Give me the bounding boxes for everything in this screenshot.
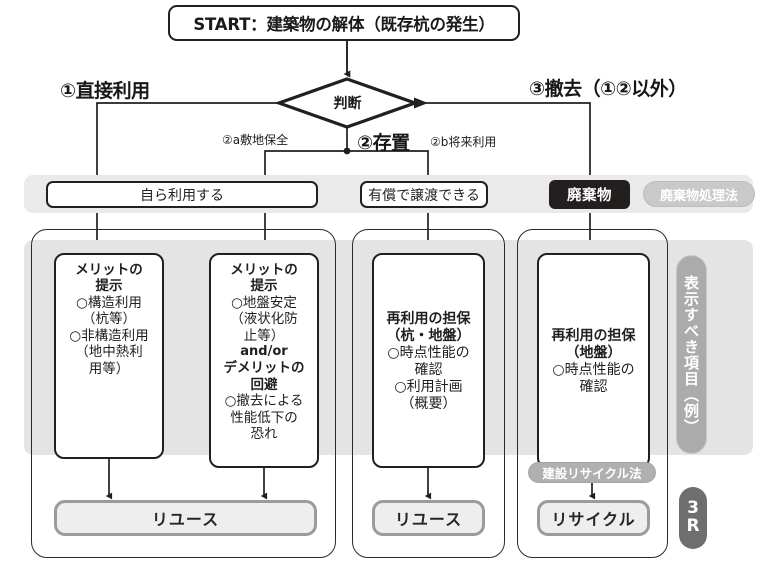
column-removal bbox=[517, 229, 668, 558]
box-guarantee-1-line-3: （概要） bbox=[400, 396, 457, 413]
box-guarantee-2-line-1: 確認 bbox=[579, 379, 608, 396]
box-merit-1-line-1: （杭等） bbox=[82, 311, 136, 328]
branch-label-2b: ②b将来利用 bbox=[430, 135, 497, 149]
box-guarantee-1-title-l2: （杭・地盤） bbox=[386, 327, 471, 344]
box-merit-2-line-a0: ○地盤安定 bbox=[231, 294, 297, 311]
node-waste: 廃棄物 bbox=[549, 180, 630, 209]
badge-construction-recycle-law: 建設リサイクル法 bbox=[528, 462, 656, 483]
box-merit-1-line-3: （地中熱利 bbox=[75, 344, 143, 361]
box-merit-1: メリットの 提示 ○構造利用 （杭等） ○非構造利用 （地中熱利 用等） bbox=[54, 253, 164, 459]
box-merit-2-title-l1: メリットの bbox=[230, 262, 298, 278]
box-merit-1-title-l2: 提示 bbox=[95, 278, 123, 295]
box-guarantee-1-line-2: ○利用計画 bbox=[394, 379, 463, 396]
badge-3r-bottom: R bbox=[686, 516, 700, 536]
box-merit-2-title2-l2: 回避 bbox=[250, 376, 278, 393]
box-merit-2-line-b1: 性能低下の bbox=[230, 409, 298, 426]
box-merit-1-line-4: 用等） bbox=[88, 360, 130, 377]
badge-3r-top: 3 bbox=[687, 498, 699, 519]
box-guarantee-1-line-1: 確認 bbox=[414, 362, 443, 378]
label-display-items-vertical: 表示すべき項目（例） bbox=[676, 255, 707, 454]
badge-waste-disposal-law: 廃棄物処理法 bbox=[643, 181, 755, 207]
box-merit-2-line-a2: 止等） bbox=[243, 327, 285, 344]
branch-label-1: ①直接利用 bbox=[60, 80, 150, 102]
node-paid-transfer: 有償で譲渡できる bbox=[360, 181, 488, 208]
box-merit-2-title-l2: 提示 bbox=[250, 278, 278, 295]
decision-label: 判断 bbox=[333, 96, 362, 112]
box-merit-2: メリットの 提示 ○地盤安定 （液状化防 止等） and/or デメリットの 回… bbox=[209, 253, 319, 468]
box-merit-2-andor: and/or bbox=[240, 344, 288, 360]
box-merit-1-line-2: ○非構造利用 bbox=[69, 327, 149, 344]
result-reuse-2: リユース bbox=[372, 500, 485, 536]
box-merit-2-line-b0: ○撤去による bbox=[224, 393, 304, 410]
column-direct-use bbox=[31, 229, 336, 558]
box-merit-2-title2-l1: デメリットの bbox=[223, 360, 305, 377]
box-guarantee-2-title-l2: （地盤） bbox=[565, 344, 622, 361]
node-self-use: 自ら利用する bbox=[46, 181, 318, 208]
badge-3r: 3 R bbox=[679, 487, 707, 549]
column-retention bbox=[352, 229, 505, 558]
box-guarantee-1: 再利用の担保 （杭・地盤） ○時点性能の 確認 ○利用計画 （概要） bbox=[372, 253, 485, 468]
box-merit-2-line-b2: 恐れ bbox=[250, 426, 278, 443]
box-merit-2-line-a1: （液状化防 bbox=[230, 311, 298, 328]
box-guarantee-1-line-0: ○時点性能の bbox=[387, 344, 470, 361]
decision-node: 判断 bbox=[280, 79, 415, 127]
result-reuse-1: リユース bbox=[54, 500, 317, 536]
branch-label-2a: ②a敷地保全 bbox=[222, 133, 289, 147]
box-guarantee-2-title-l1: 再利用の担保 bbox=[551, 327, 636, 344]
branch-label-3: ③撤去（①②以外） bbox=[529, 78, 687, 100]
box-merit-1-line-0: ○構造利用 bbox=[76, 294, 142, 311]
start-node: START：建築物の解体（既存杭の発生） bbox=[168, 5, 520, 41]
box-merit-1-title-l1: メリットの bbox=[75, 262, 143, 278]
result-recycle: リサイクル bbox=[537, 500, 650, 536]
box-guarantee-2: 再利用の担保 （地盤） ○時点性能の 確認 bbox=[537, 253, 650, 468]
branch-label-2: ②存置 bbox=[357, 132, 410, 154]
box-guarantee-2-line-0: ○時点性能の bbox=[552, 362, 635, 378]
box-guarantee-1-title-l1: 再利用の担保 bbox=[386, 310, 471, 327]
